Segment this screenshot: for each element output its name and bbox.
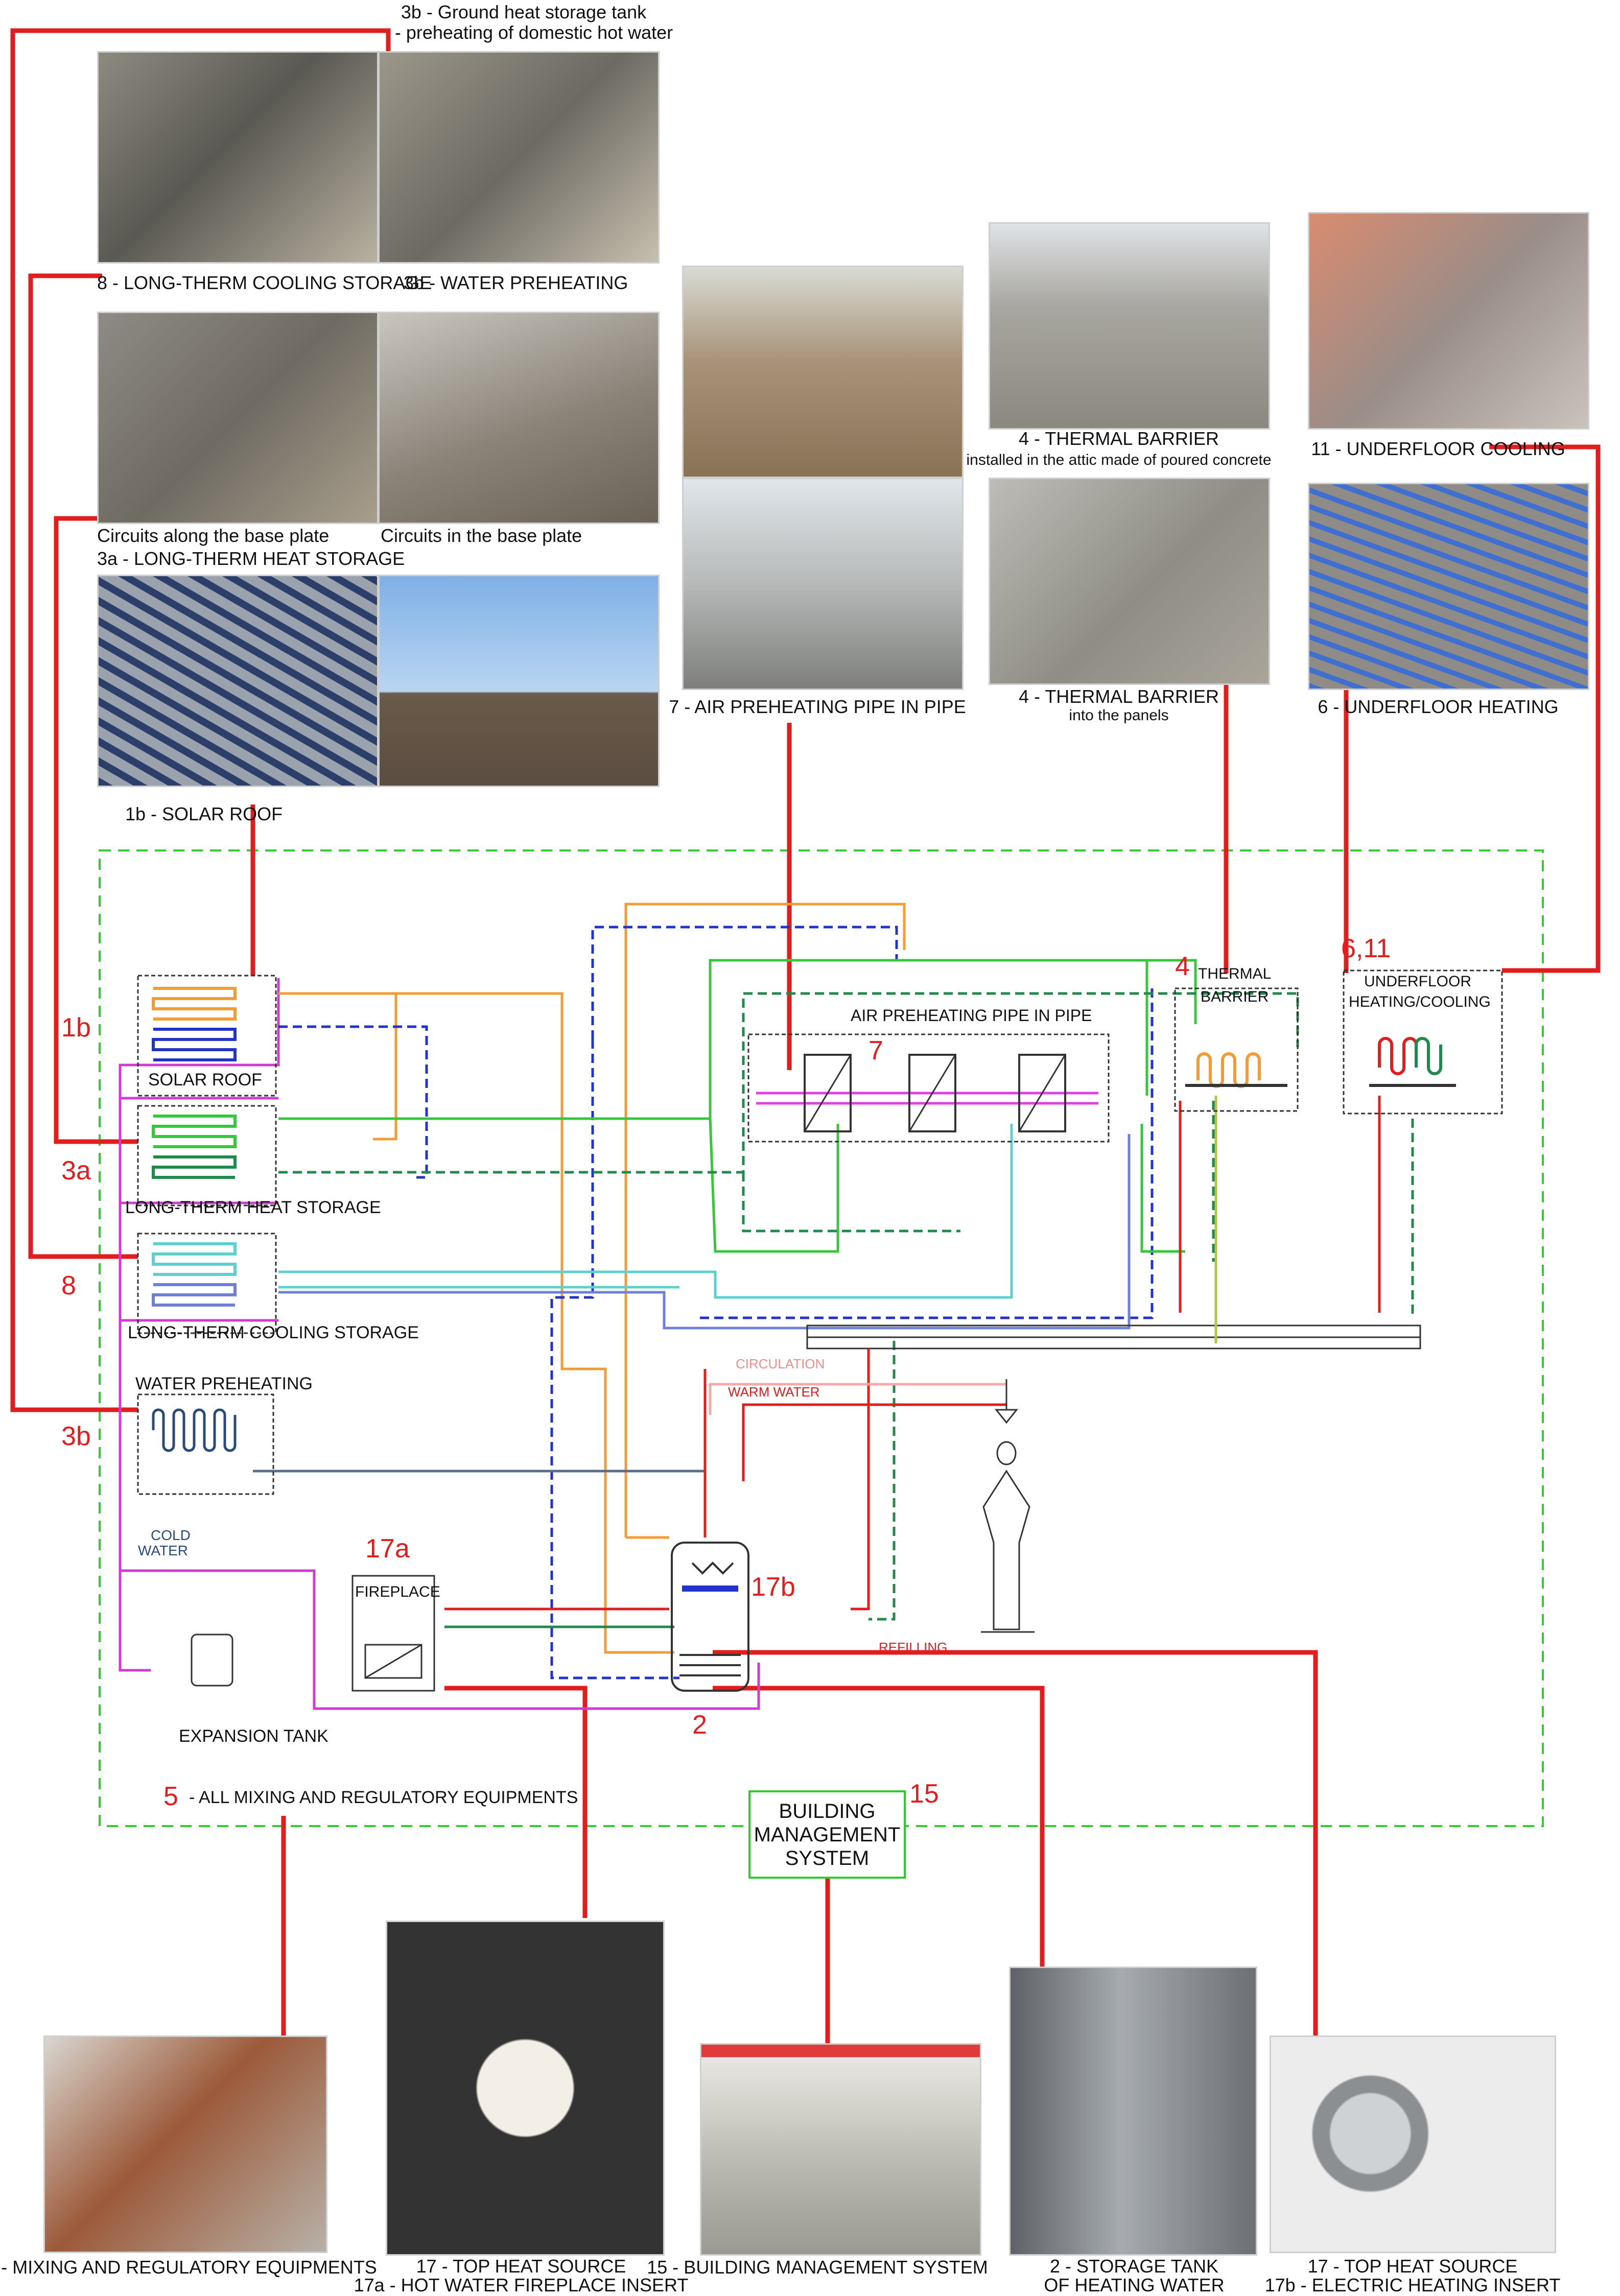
label-heat-storage: LONG-THERM HEAT STORAGE: [125, 1198, 381, 1217]
marker-1b: 1b: [61, 1013, 91, 1043]
components: [137, 969, 1503, 1692]
caption-cooling-storage: 8 - LONG-THERM COOLING STORAGE: [97, 272, 432, 293]
label-warm-water: WARM WATER: [728, 1384, 820, 1400]
marker-3b: 3b: [61, 1422, 91, 1451]
photo-solar-roof-2: [378, 575, 660, 787]
label-thermal-1: THERMAL: [1198, 965, 1272, 982]
photo-bms: [700, 2043, 981, 2256]
bms-line-2: MANAGEMENT: [754, 1823, 901, 1846]
caption-mixing: 5 - MIXING AND REGULATORY EQUIPMENTS: [0, 2257, 377, 2278]
photo-cooling-storage: [97, 51, 379, 264]
caption-circuits-along: Circuits along the base plate: [97, 525, 330, 546]
label-all-mixing: - ALL MIXING AND REGULATORY EQUIPMENTS: [189, 1788, 578, 1807]
label-solar-roof: SOLAR ROOF: [148, 1070, 262, 1090]
photo-electric-insert: [1270, 2035, 1556, 2253]
marker-4: 4: [1175, 952, 1190, 981]
marker-2: 2: [692, 1710, 707, 1740]
bms-box: BUILDING MANAGEMENT SYSTEM: [748, 1790, 906, 1879]
red-connectors: [10, 28, 1601, 2043]
caption-top-heat-2: 17a - HOT WATER FIREPLACE INSERT: [354, 2275, 689, 2295]
marker-6-11: 6,11: [1341, 934, 1391, 963]
label-underfloor-2: HEATING/COOLING: [1349, 993, 1491, 1010]
caption-top-heat-1: 17 - TOP HEAT SOURCE: [416, 2256, 626, 2277]
expansion-tank: [191, 1634, 233, 1687]
caption-top-1: 3b - Ground heat storage tank: [401, 2, 647, 22]
label-fireplace: FIREPLACE: [355, 1583, 440, 1600]
label-cold-water-2: WATER: [138, 1543, 188, 1558]
storage-tank: [671, 1542, 749, 1692]
caption-barrier-attic-1: 4 - THERMAL BARRIER: [1018, 428, 1219, 449]
label-thermal-2: BARRIER: [1201, 988, 1269, 1005]
caption-air-pipe: 7 - AIR PREHEATING PIPE IN PIPE: [669, 696, 966, 717]
caption-bms: 15 - BUILDING MANAGEMENT SYSTEM: [647, 2257, 988, 2278]
label-air-pipe: AIR PREHEATING PIPE IN PIPE: [851, 1006, 1092, 1025]
underfloor-box: [1343, 969, 1503, 1115]
label-expansion-tank: EXPANSION TANK: [179, 1726, 328, 1746]
photo-fireplace: [386, 1921, 665, 2256]
marker-7: 7: [868, 1036, 883, 1066]
label-circulation: CIRCULATION: [736, 1356, 825, 1371]
fireplace-box: [351, 1575, 435, 1692]
cooling-storage-box: [137, 1233, 277, 1334]
caption-barrier-panels-1: 4 - THERMAL BARRIER: [1018, 686, 1219, 707]
caption-solar-roof: 1b - SOLAR ROOF: [125, 803, 283, 824]
marker-3a: 3a: [61, 1156, 91, 1186]
photo-barrier-attic: [989, 222, 1270, 430]
caption-electric-1: 17 - TOP HEAT SOURCE: [1307, 2256, 1518, 2277]
bms-line-1: BUILDING: [779, 1800, 876, 1822]
caption-underfloor-heating: 6 - UNDERFLOOR HEATING: [1318, 696, 1559, 717]
bms-line-3: SYSTEM: [785, 1847, 870, 1869]
pipework: [119, 903, 1421, 1710]
heat-storage-box: [137, 1105, 277, 1206]
photo-circuits-in: [378, 312, 660, 524]
caption-barrier-panels-2: into the panels: [1069, 707, 1169, 724]
air-pipe-box: [747, 1033, 1110, 1143]
marker-8: 8: [61, 1271, 76, 1300]
caption-storage-2: OF HEATING WATER: [1044, 2275, 1225, 2295]
photo-air-pipe-1: [682, 266, 964, 478]
label-cold-water-1: COLD: [151, 1527, 191, 1543]
caption-underfloor-cooling: 11 - UNDERFLOOR COOLING: [1311, 438, 1565, 459]
photo-solar-roof-1: [97, 575, 379, 787]
caption-heat-storage: 3a - LONG-THERM HEAT STORAGE: [97, 548, 405, 569]
photo-underfloor-cooling: [1308, 212, 1589, 430]
label-refilling: REFILLING: [879, 1640, 948, 1655]
label-water-preheating: WATER PREHEATING: [135, 1374, 313, 1393]
photo-water-preheating: [378, 51, 660, 264]
caption-storage-1: 2 - STORAGE TANK: [1049, 2256, 1219, 2277]
photo-air-pipe-2: [682, 478, 964, 690]
photo-mixing: [43, 2035, 327, 2253]
photo-barrier-panels: [989, 478, 1270, 685]
label-cooling-storage: LONG-THERM COOLING STORAGE: [128, 1323, 419, 1342]
solar-roof-box: [137, 975, 277, 1097]
marker-5: 5: [163, 1782, 178, 1811]
marker-17a: 17a: [365, 1534, 410, 1564]
marker-17b: 17b: [751, 1572, 795, 1602]
caption-circuits-in: Circuits in the base plate: [381, 525, 582, 546]
system-boundary: [99, 849, 1544, 1827]
photo-circuits-along: [97, 312, 379, 524]
photo-storage-tank: [1009, 1967, 1257, 2256]
thermal-barrier-box: [1174, 987, 1299, 1112]
photo-underfloor-heating: [1308, 483, 1589, 690]
caption-top-2: - preheating of domestic hot water: [394, 22, 673, 43]
marker-15: 15: [909, 1779, 939, 1809]
label-underfloor-1: UNDERFLOOR: [1364, 973, 1472, 990]
caption-barrier-attic-2: installed in the attic made of poured co…: [966, 452, 1272, 468]
water-preheating-box: [137, 1393, 274, 1495]
caption-water-preheating: 3b - WATER PREHEATING: [404, 272, 628, 293]
caption-electric-2: 17b - ELECTRIC HEATING INSERT: [1264, 2275, 1561, 2295]
